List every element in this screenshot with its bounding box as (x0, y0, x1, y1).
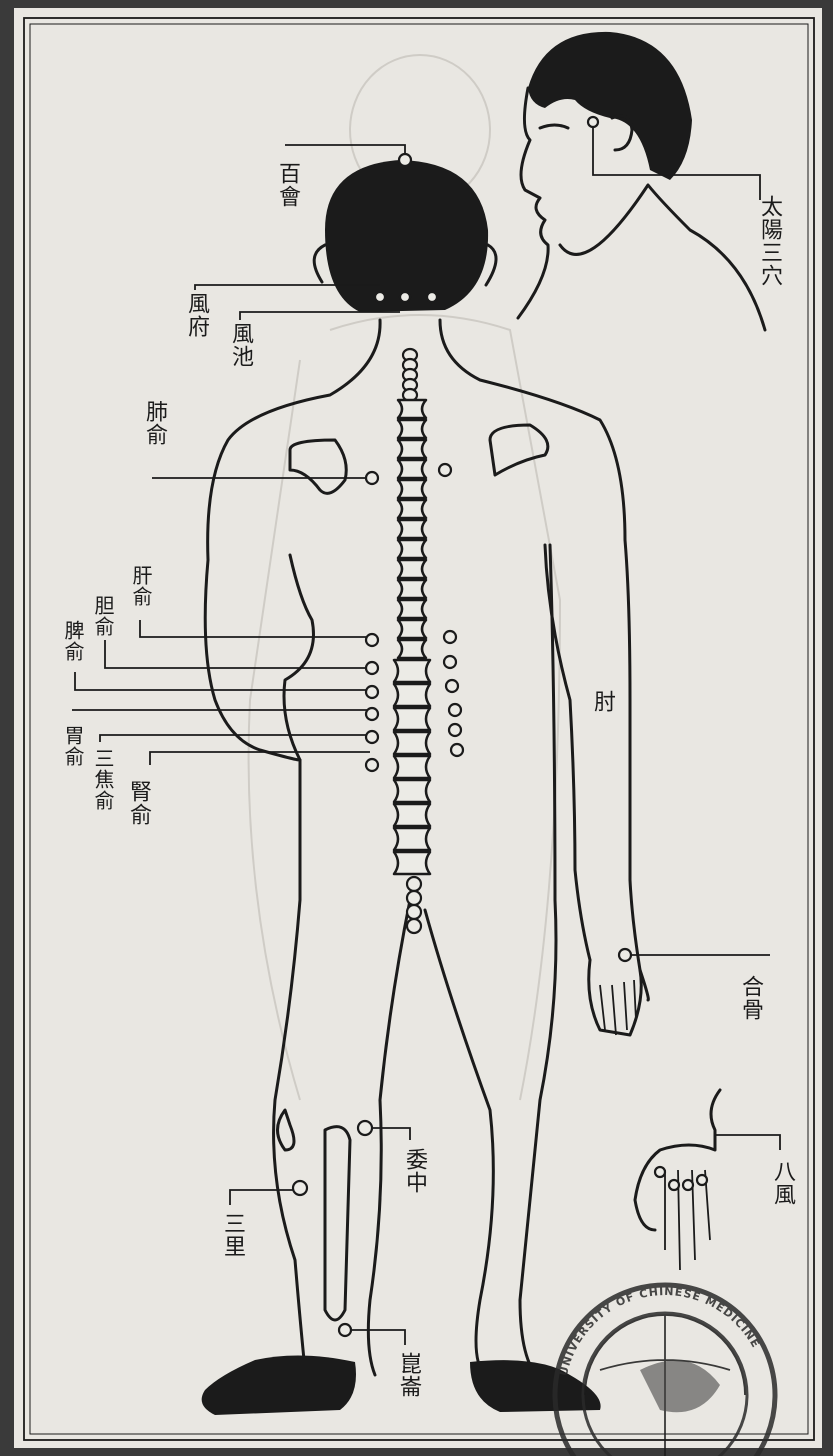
ganshu-point-right (444, 631, 456, 643)
vertebra (398, 580, 426, 598)
taiyang-point (588, 117, 598, 127)
sacral-vertebra (407, 891, 421, 905)
vertebra (398, 480, 426, 498)
vertebra (394, 708, 430, 730)
sacral-vertebra (407, 905, 421, 919)
label-zhou: 肘 (590, 690, 614, 713)
label-fengfu: 風府 (184, 292, 208, 338)
vertebra (398, 640, 426, 658)
vertebra (394, 804, 430, 826)
ganshu-point-left (366, 634, 378, 646)
vertebra (398, 620, 426, 638)
vertebra (398, 420, 426, 438)
label-kunlun: 崑崙 (396, 1352, 420, 1398)
label-feishu: 肺俞 (142, 400, 166, 446)
vertebra (398, 560, 426, 578)
label-hegu: 合骨 (738, 975, 762, 1021)
label-bafeng: 八風 (770, 1160, 794, 1206)
label-baihui: 百會 (275, 162, 299, 208)
feishu-point-right (439, 464, 451, 476)
back-head-hair (325, 160, 488, 312)
sacral-vertebra (407, 877, 421, 891)
vertebra (394, 660, 430, 682)
label-danshu: 胆俞 (92, 595, 114, 637)
vertebra (398, 500, 426, 518)
pishu-point-right (446, 680, 458, 692)
label-pishu: 脾俞 (62, 620, 84, 662)
danshu-point-right (444, 656, 456, 668)
fengfu-point (375, 292, 385, 302)
vertebra (398, 400, 426, 418)
vertebra (394, 828, 430, 850)
baihui-point (399, 154, 411, 166)
label-weizhong: 委中 (402, 1148, 426, 1194)
shenshu-point-left (366, 759, 378, 771)
sacral-vertebra (407, 919, 421, 933)
vertebra (394, 732, 430, 754)
vertebra (394, 852, 430, 874)
vertebra (394, 684, 430, 706)
vertebra (394, 756, 430, 778)
sanjiao-point-right (449, 724, 461, 736)
vertebra (398, 440, 426, 458)
bafeng-point-1 (655, 1167, 665, 1177)
weizhong-point (358, 1121, 372, 1135)
label-sanli: 三里 (220, 1212, 244, 1258)
label-ganshu: 肝俞 (130, 565, 152, 607)
label-taiyang: 太陽三穴 (757, 195, 781, 287)
weishu-point-left (366, 708, 378, 720)
bafeng-point-4 (697, 1175, 707, 1185)
spine (394, 349, 430, 933)
fengchi-point-right (427, 292, 437, 302)
shenshu-point-right (451, 744, 463, 756)
danshu-point-left (366, 662, 378, 674)
vertebra (398, 600, 426, 618)
label-fengchi: 風池 (228, 322, 252, 368)
fengchi-point-left (400, 292, 410, 302)
hegu-point (619, 949, 631, 961)
bafeng-point-3 (683, 1180, 693, 1190)
label-shenshu: 腎俞 (126, 780, 150, 826)
kunlun-point (339, 1324, 351, 1336)
pishu-point-left (366, 686, 378, 698)
vertebra (394, 780, 430, 802)
vertebra (398, 540, 426, 558)
feishu-point-left (366, 472, 378, 484)
bafeng-point-2 (669, 1180, 679, 1190)
label-sanjiao: 三焦俞 (92, 748, 114, 811)
sanjiao-point-left (366, 731, 378, 743)
vertebra (398, 460, 426, 478)
weishu-point-right (449, 704, 461, 716)
sanli-point (293, 1181, 307, 1195)
label-weishu: 胃俞 (62, 725, 84, 767)
vertebra (398, 520, 426, 538)
